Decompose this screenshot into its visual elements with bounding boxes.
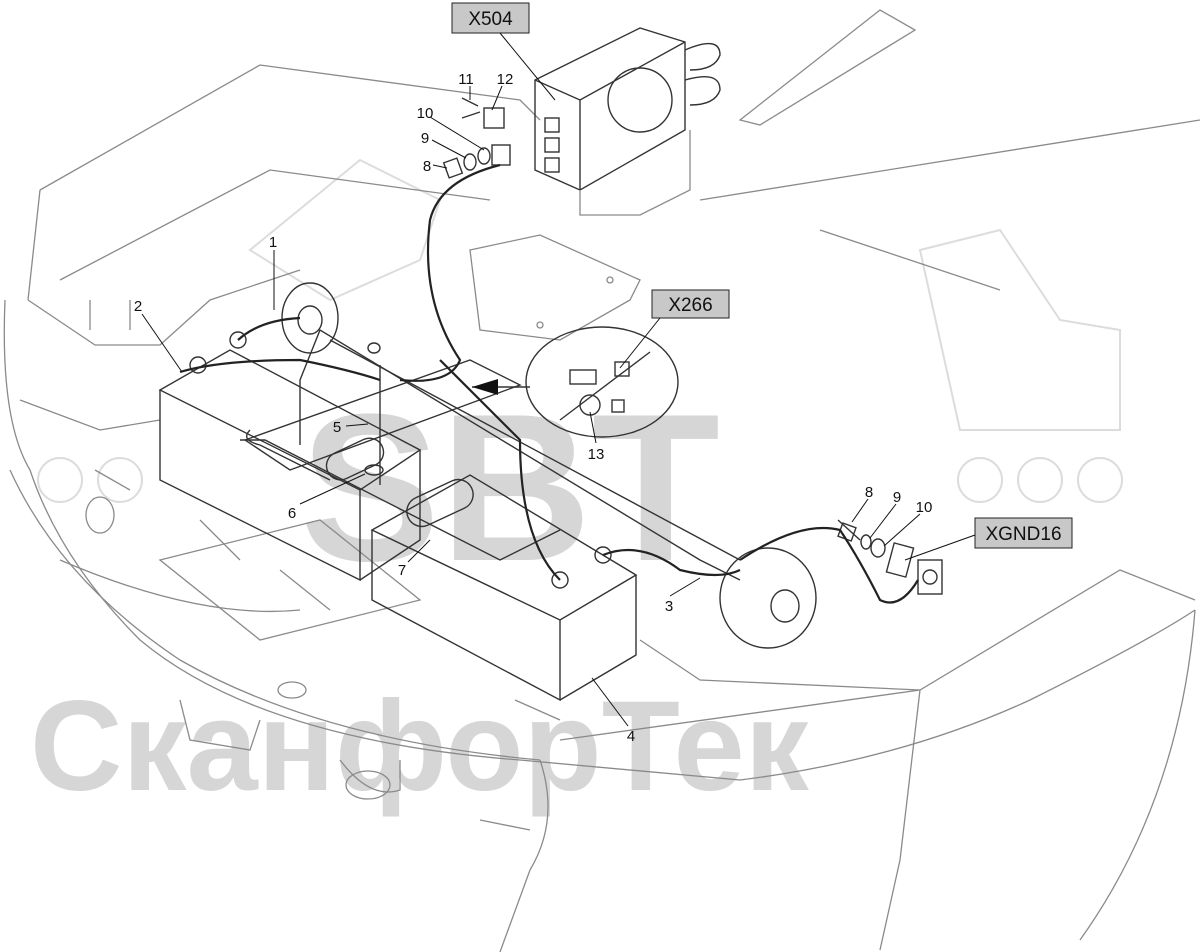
detail-x266 — [472, 326, 679, 438]
callout-7: 7 — [398, 562, 406, 579]
watermark: SBT СканфорТек — [30, 158, 1123, 818]
battery-holder — [240, 328, 741, 581]
mounting-plate — [469, 234, 641, 341]
callout-10-top: 10 — [417, 105, 434, 122]
callout-5: 5 — [333, 419, 341, 436]
tag-x504-label: X504 — [468, 9, 513, 30]
cables — [179, 163, 919, 604]
leader-lines — [141, 32, 976, 727]
control-unit — [534, 27, 721, 216]
battery-switch-flanges — [281, 282, 817, 649]
detail-arrow-icon — [472, 379, 498, 395]
callout-6: 6 — [288, 505, 296, 522]
watermark-sbt: SBT — [300, 370, 720, 605]
fastener-parts — [442, 97, 511, 179]
tag-x266: X266 — [651, 289, 730, 319]
callout-10-right: 10 — [916, 499, 933, 516]
watermark-bottom-text: СканфорТек — [30, 675, 810, 818]
callout-11: 11 — [458, 71, 474, 88]
tag-xgnd16-label: XGND16 — [985, 524, 1061, 545]
callout-8-top: 8 — [423, 158, 431, 175]
callout-9-top: 9 — [421, 130, 429, 147]
tag-x504: X504 — [451, 2, 530, 34]
tag-x266-label: X266 — [668, 295, 712, 316]
callout-8-right: 8 — [865, 484, 873, 501]
callout-13: 13 — [588, 446, 605, 463]
tag-xgnd16: XGND16 — [974, 517, 1073, 549]
callout-1: 1 — [269, 234, 277, 251]
ground-terminal — [837, 519, 943, 595]
callout-9-right: 9 — [893, 489, 901, 506]
callout-2: 2 — [134, 298, 142, 315]
callout-12: 12 — [497, 71, 514, 88]
callout-4: 4 — [627, 728, 635, 745]
battery-front — [370, 474, 638, 702]
callouts: 1 2 3 4 5 6 7 8 9 10 11 12 13 8 9 10 — [134, 71, 933, 745]
chassis-body — [3, 9, 1200, 952]
callout-3: 3 — [665, 598, 673, 615]
